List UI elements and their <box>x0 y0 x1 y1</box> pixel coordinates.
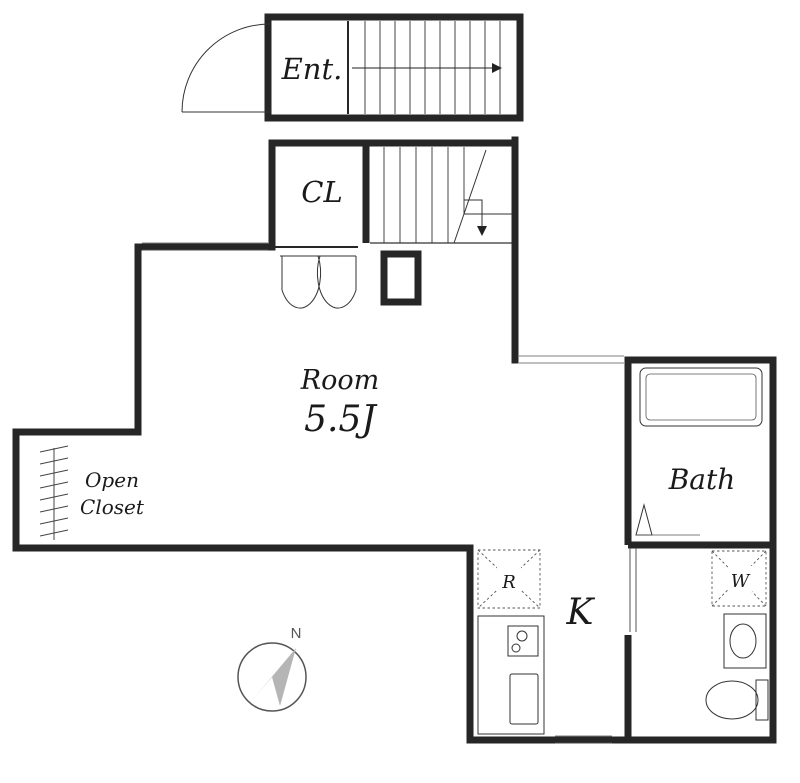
burner-2 <box>511 643 521 653</box>
open-closet: Open Closet <box>39 445 145 540</box>
bath-label: Bath <box>668 463 736 496</box>
fridge-label: R <box>501 572 516 593</box>
entrance-stair-arrow-head <box>492 63 502 73</box>
room-name-label: Room <box>300 365 379 396</box>
inner-stair-arrow-line <box>464 199 483 228</box>
compass-needle-dark <box>250 648 296 703</box>
bath-room: Bath <box>635 367 763 536</box>
washer-space <box>711 550 767 607</box>
open-closet-label-line2: Closet <box>80 495 145 519</box>
room-size-label: 5.5J <box>304 399 378 440</box>
bathtub <box>639 367 763 427</box>
kitchen: R K <box>477 549 596 735</box>
kitchen-counter <box>477 615 545 735</box>
compass-needle-light <box>272 648 296 706</box>
wash-basin <box>723 613 767 669</box>
washroom: W <box>629 548 769 721</box>
compass-ring <box>237 642 307 712</box>
entrance-label: Ent. <box>281 52 343 86</box>
closet-doors <box>280 255 357 309</box>
pillar <box>380 250 422 306</box>
entrance-wall <box>264 13 524 122</box>
inner-stair-arrow-head <box>477 226 487 236</box>
open-closet-hangers <box>39 445 69 540</box>
washer-label: W <box>731 571 751 592</box>
open-closet-label-line1: Open <box>85 468 139 492</box>
closet-block: CL <box>268 139 519 309</box>
inner-stair-treads <box>383 147 465 243</box>
kitchen-sink <box>509 673 539 725</box>
toilet-tank <box>755 679 769 721</box>
bath-door-mark <box>635 503 653 536</box>
burner-1 <box>516 630 528 642</box>
compass-north-label: N <box>291 625 302 642</box>
toilet-bowl <box>705 680 759 720</box>
main-walls <box>12 136 777 744</box>
stove <box>507 625 539 657</box>
inner-stair-winder <box>453 149 487 244</box>
closet-label: CL <box>301 175 342 209</box>
fridge-space <box>477 549 541 609</box>
window-lines <box>142 242 624 744</box>
kitchen-label: K <box>566 592 596 633</box>
entrance-door-swing <box>181 23 271 113</box>
entrance-block: Ent. <box>181 13 524 122</box>
compass: N <box>237 625 307 712</box>
